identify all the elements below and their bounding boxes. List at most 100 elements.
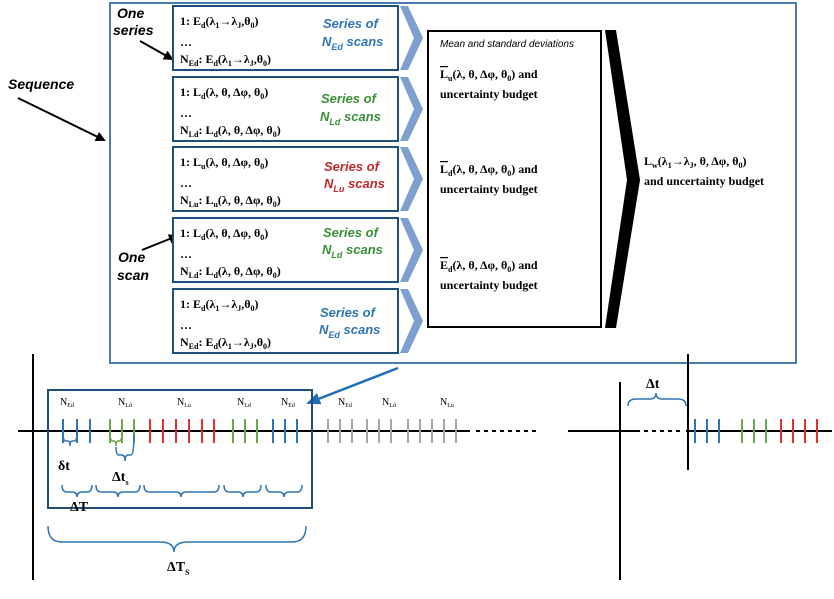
subscript-run: 0 <box>507 265 511 274</box>
one-series-label-1: One <box>117 5 144 21</box>
mean-item-3-line2: uncertainty budget <box>440 278 538 292</box>
text-run: (λ <box>205 297 215 311</box>
subscript-run: 0 <box>260 233 264 242</box>
brace <box>143 484 220 498</box>
subscript-run: d <box>213 342 218 351</box>
text-run: N <box>180 193 189 207</box>
series-count-label: NLu scans <box>324 176 385 194</box>
subscript-run: d <box>201 21 206 30</box>
mean-item-1-line2: uncertainty budget <box>440 87 538 101</box>
text-run: (λ, θ, Δφ, θ <box>218 264 273 278</box>
text-run: →λ <box>219 297 237 311</box>
subscript-run: d <box>213 271 218 280</box>
group-label: NLd <box>382 397 396 409</box>
subscript-run: 1 <box>668 161 672 170</box>
sequence-label: Sequence <box>8 76 74 92</box>
group-label: NEd <box>60 397 74 409</box>
subscript-run: 0 <box>507 74 511 83</box>
text-run: ) <box>742 154 746 168</box>
text-run: (λ, θ, Δφ, θ <box>205 155 260 169</box>
text-run: (λ, θ, Δφ, θ <box>205 85 260 99</box>
brace <box>95 484 141 498</box>
series-count-scans: scans <box>344 176 384 191</box>
series-count-sub: Ld <box>329 117 340 127</box>
text-run: 1: E <box>180 297 201 311</box>
text-run: ) <box>277 123 281 137</box>
delta-t-gap-brace <box>627 392 687 407</box>
sequence-arrow <box>17 97 106 141</box>
delta-t-brace <box>62 433 78 447</box>
scan-first-line: 1: Ed(λ1→λJ,θ0) <box>180 14 259 30</box>
text-run: : L <box>198 193 213 207</box>
series-count-sub: Lu <box>333 184 344 194</box>
series-of-label: Series of <box>323 225 380 240</box>
subscript-run: Ed <box>189 342 199 351</box>
text-run: , θ, Δφ, θ <box>694 154 739 168</box>
text-run: : L <box>198 123 213 137</box>
text-run: (λ <box>218 52 228 66</box>
delta-t-gap-label: Δt <box>646 377 660 392</box>
text-run: →λ <box>219 14 237 28</box>
text-run: ) and <box>511 67 538 81</box>
series-count-sub: Ed <box>328 330 340 340</box>
text-run: ) <box>255 14 259 28</box>
chevron-1 <box>400 6 423 70</box>
series-of-label: Series of <box>320 305 377 320</box>
series-of-label: Series of <box>321 91 378 106</box>
subscript-run: Ld <box>189 130 199 139</box>
text-run: ,θ <box>241 297 250 311</box>
series-count-sub: Ld <box>331 250 342 260</box>
subscript-run: Ed <box>189 59 199 68</box>
subscript-run: d <box>213 130 218 139</box>
text-run: L <box>440 67 448 81</box>
scan-first-line: 1: Ld(λ, θ, Δφ, θ0) <box>180 85 268 101</box>
mean-box-title: Mean and standard deviations <box>440 39 574 50</box>
series-count-sub: Ed <box>331 42 343 52</box>
series-count-N: N <box>324 176 334 191</box>
text-run: ) <box>255 297 259 311</box>
series-count-scans: scans <box>342 242 382 257</box>
text-run: (λ, θ, Δφ, θ <box>452 162 507 176</box>
series-count-label: NEd scans <box>322 34 383 52</box>
series-count-N: N <box>319 322 329 337</box>
subscript-run: d <box>201 233 206 242</box>
subscript-run: 0 <box>507 169 511 178</box>
text-run: N <box>180 335 189 349</box>
scan-last-line: NLd: Ld(λ, θ, Δφ, θ0) <box>180 264 281 280</box>
series-box: 1: Ld(λ, θ, Δφ, θ0) … NLd: Ld(λ, θ, Δφ, … <box>172 217 399 283</box>
text-run: (λ, θ, Δφ, θ <box>218 123 273 137</box>
subscript-run: d <box>448 265 453 274</box>
subscript-run: J <box>250 342 254 351</box>
mean-box-frame <box>427 30 602 328</box>
delta-T-label: ΔT <box>70 500 89 515</box>
text-run: 1: L <box>180 226 201 240</box>
one-series-arrow <box>139 40 174 60</box>
subscript-run: 1 <box>215 21 219 30</box>
result-line1: Lw(λ1→λJ, θ, Δφ, θ0) <box>644 154 746 170</box>
subscript-run: 0 <box>260 162 264 171</box>
sequence-frame <box>109 2 797 364</box>
text-run: : E <box>198 52 213 66</box>
series-box: 1: Lu(λ, θ, Δφ, θ0) … NLu: Lu(λ, θ, Δφ, … <box>172 146 399 212</box>
subscript-run: Ld <box>189 271 199 280</box>
series-count-scans: scans <box>340 322 380 337</box>
series-chevrons <box>400 6 423 353</box>
series-count-label: NEd scans <box>319 322 380 340</box>
series-of-label: Series of <box>323 16 380 31</box>
delta-TS-brace <box>47 525 307 553</box>
brace <box>265 484 303 498</box>
scan-ellipsis: … <box>180 106 192 120</box>
text-run: (λ <box>218 335 228 349</box>
text-run: ,θ <box>241 14 250 28</box>
series-count-scans: scans <box>343 34 383 49</box>
text-run: ) <box>264 226 268 240</box>
text-run: ,θ <box>254 52 263 66</box>
mean-item-1-line1: Lu(λ, θ, Δφ, θ0) and <box>440 67 538 83</box>
subscript-run: 0 <box>251 21 255 30</box>
subscript-run: d <box>201 304 206 313</box>
text-run: (λ, θ, Δφ, θ <box>452 258 507 272</box>
scan-first-line: 1: Lu(λ, θ, Δφ, θ0) <box>180 155 268 171</box>
text-run: L <box>440 162 448 176</box>
text-run: (λ, θ, Δφ, θ <box>218 193 273 207</box>
